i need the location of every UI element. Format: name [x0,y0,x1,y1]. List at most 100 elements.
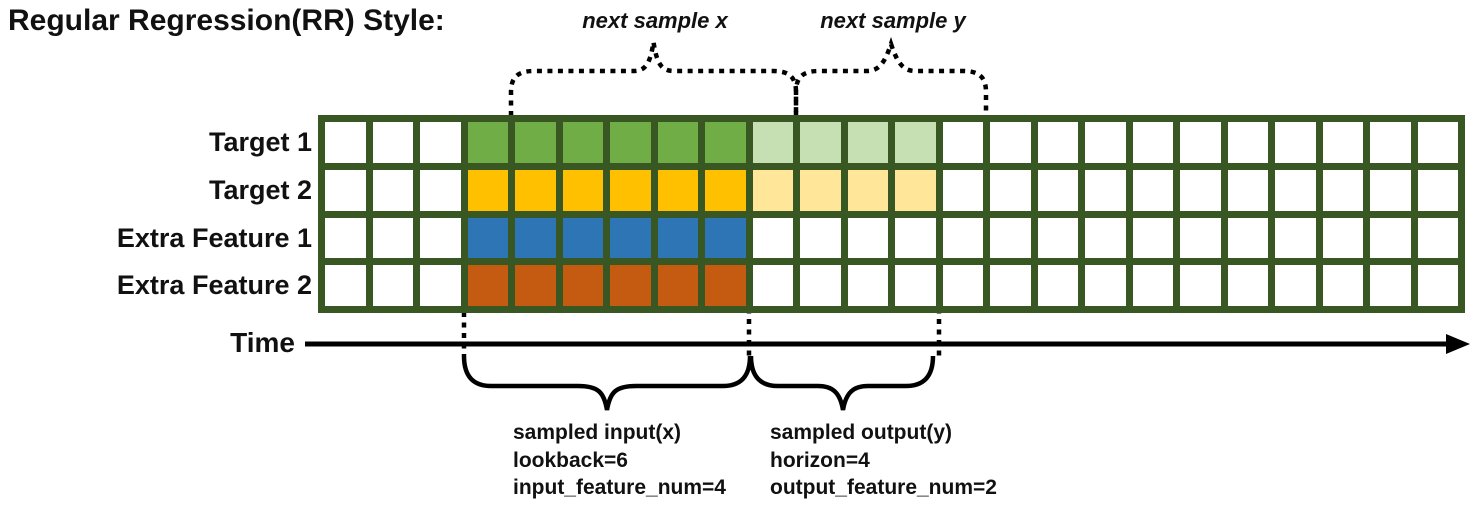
grid-cell [325,265,366,306]
grid-cell [657,169,698,211]
grid-cell [990,122,1031,163]
grid-cell [372,265,413,306]
grid-cell [1085,265,1126,306]
row-label-target-1: Target 1 [208,127,312,157]
grid-cell [467,122,508,163]
grid-cell [1037,265,1078,306]
grid-cell [467,265,508,306]
grid-cell [515,169,556,211]
grid-cell [610,217,651,259]
grid-cell [705,217,746,259]
grid-cell [1275,265,1316,306]
next-sample-y-brace [793,36,989,116]
sampled-input-annotation: sampled input(x) lookback=6 input_featur… [513,419,726,502]
grid-cell [705,122,746,163]
grid-cell [1085,122,1126,163]
grid-cell [1132,265,1173,306]
grid-cell [325,217,366,259]
grid-cell [467,169,508,211]
grid-cell [657,217,698,259]
grid-cell [705,169,746,211]
grid-cell [942,122,983,163]
grid-cell [895,169,936,211]
sampled-output-annotation: sampled output(y) horizon=4 output_featu… [770,419,997,502]
grid-cell [942,169,983,211]
grid-cell [1180,265,1221,306]
grid-cell [1417,265,1458,306]
grid-cell [990,217,1031,259]
grid-cell [1417,122,1458,163]
grid-cell [420,217,461,259]
grid-cell [372,122,413,163]
grid-cell [895,265,936,306]
grid-cell [610,169,651,211]
grid-cell [1370,122,1411,163]
row-label-extra-feature-1: Extra Feature 1 [116,223,312,253]
grid-cell [372,169,413,211]
grid-cell [1132,169,1173,211]
grid-cell [610,122,651,163]
grid-cell [1085,169,1126,211]
grid-cell [372,217,413,259]
output-feature-num-value: output_feature_num=2 [770,476,997,499]
row-label-extra-feature-2: Extra Feature 2 [116,270,312,300]
grid-cell [325,169,366,211]
grid-cell [657,265,698,306]
grid-cell [420,265,461,306]
grid-cell [515,265,556,306]
grid-cell [1180,169,1221,211]
time-axis-label: Time [230,327,295,358]
grid-cell [1275,169,1316,211]
grid-cell [752,122,793,163]
grid-cell [562,265,603,306]
grid-cell [847,122,888,163]
grid-cell [1037,122,1078,163]
grid-cell [1417,169,1458,211]
sampled-input-brace [461,355,753,411]
grid-cell [610,265,651,306]
grid-cell [800,122,841,163]
grid-cell [1227,122,1268,163]
grid-cell [990,169,1031,211]
grid-cell [1037,169,1078,211]
grid-cell [752,169,793,211]
grid-cell [420,122,461,163]
grid-cell [847,217,888,259]
grid-cell [800,169,841,211]
grid-cell [1180,122,1221,163]
grid-cell [1370,169,1411,211]
sampled-output-title: sampled output(y) [770,421,952,444]
grid-cell [1370,265,1411,306]
horizon-value: horizon=4 [770,448,870,472]
grid-cell [1227,265,1268,306]
grid-cell [752,217,793,259]
row-label-target-2: Target 2 [208,175,312,205]
grid-cell [1227,217,1268,259]
grid-cell [1417,217,1458,259]
grid-cell [800,265,841,306]
grid-cell [1322,169,1363,211]
grid-cell [990,265,1031,306]
grid-cell [752,265,793,306]
grid-cell [1227,169,1268,211]
grid-cell [562,122,603,163]
grid-cell [1132,217,1173,259]
grid-cell [705,265,746,306]
next-sample-x-label: next sample x [582,8,728,33]
grid-cell [562,169,603,211]
grid-cell [1085,217,1126,259]
sampled-input-title: sampled input(x) [513,421,682,444]
input-feature-num-value: input_feature_num=4 [513,476,726,499]
grid-cell [515,217,556,259]
grid-cell [657,122,698,163]
grid-cell [1037,217,1078,259]
grid-cell [895,217,936,259]
grid-cell [847,169,888,211]
grid-cell [800,217,841,259]
grid-cell [1180,217,1221,259]
grid-cell [325,122,366,163]
page-title: Regular Regression(RR) Style: [8,4,445,37]
grid-cell [1322,217,1363,259]
lookback-value: lookback=6 [513,448,628,472]
